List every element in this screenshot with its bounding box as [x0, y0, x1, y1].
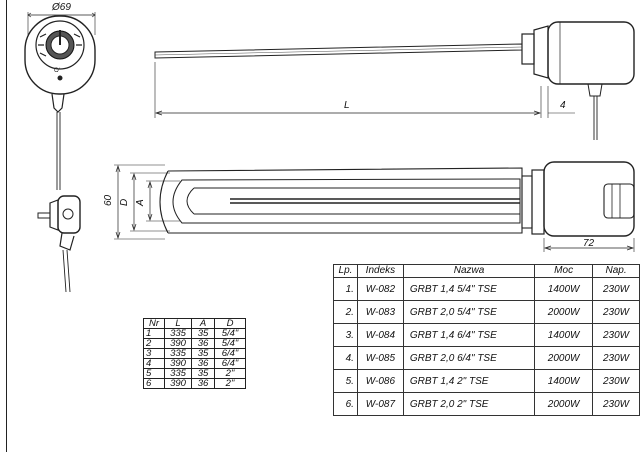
table-row: 5. W-086 GRBT 1,4 2" TSE 1400W 230W [333, 369, 640, 393]
nazwa-cell: GRBT 2,0 6/4" TSE [402, 346, 536, 370]
size-cell: 335 [164, 368, 192, 379]
indeks-cell: W-084 [356, 323, 404, 347]
size-cell: 2" [214, 368, 246, 379]
diameter-label: Ø69 [52, 2, 71, 13]
lp-cell: 2. [333, 300, 358, 324]
moc-cell: 1400W [534, 323, 594, 347]
table-row: 3. W-084 GRBT 1,4 6/4" TSE 1400W 230W [333, 323, 640, 347]
size-cell: 5/4" [214, 328, 246, 339]
size-cell: 2" [214, 378, 246, 389]
table-row: 2. W-083 GRBT 2,0 5/4" TSE 2000W 230W [333, 300, 640, 324]
size-cell: 3 [143, 348, 165, 359]
indeks-cell: W-082 [356, 277, 404, 301]
head-width-label: 72 [583, 238, 595, 249]
size-cell: 36 [191, 378, 215, 389]
moc-cell: 1400W [534, 369, 594, 393]
size-cell: 4 [143, 358, 165, 369]
table-row: 4. W-085 GRBT 2,0 6/4" TSE 2000W 230W [333, 346, 640, 370]
col-lp: Lp. [333, 264, 358, 278]
nap-cell: 230W [592, 323, 640, 347]
moc-cell: 1400W [534, 277, 594, 301]
size-col-nr: Nr [143, 318, 165, 329]
product-table-header: Lp. Indeks Nazwa Moc Nap. [333, 264, 640, 278]
size-cell: 390 [164, 358, 192, 369]
size-cell: 6 [143, 378, 165, 389]
size-table-header: Nr L A D [143, 318, 246, 329]
col-nazwa: Nazwa [402, 264, 536, 278]
col-nap: Nap. [592, 264, 640, 278]
d-dimension-label: D [119, 198, 130, 206]
gap-label: 4 [560, 100, 566, 111]
size-cell: 35 [191, 348, 215, 359]
table-row: 6. W-087 GRBT 2,0 2" TSE 2000W 230W [333, 392, 640, 416]
col-moc: Moc [534, 264, 594, 278]
lp-cell: 4. [333, 346, 358, 370]
size-cell: 35 [191, 368, 215, 379]
indeks-cell: W-086 [356, 369, 404, 393]
size-cell: 35 [191, 328, 215, 339]
nap-cell: 230W [592, 392, 640, 416]
lp-cell: 6. [333, 392, 358, 416]
nazwa-cell: GRBT 1,4 5/4" TSE [402, 277, 536, 301]
size-cell: 1 [143, 328, 165, 339]
small-side-view [37, 195, 81, 293]
size-table: Nr L A D 1 335 35 5/4" 2 390 36 5/4" 3 3… [143, 318, 246, 389]
front-view-knob: C⁄ [24, 12, 96, 190]
nap-cell: 230W [592, 369, 640, 393]
product-table: Lp. Indeks Nazwa Moc Nap. 1. W-082 GRBT … [333, 264, 640, 416]
a-dimension-label: A [135, 199, 146, 206]
size-col-l: L [164, 318, 192, 329]
moc-cell: 2000W [534, 392, 594, 416]
nap-cell: 230W [592, 300, 640, 324]
moc-cell: 2000W [534, 300, 594, 324]
table-row: 1. W-082 GRBT 1,4 5/4" TSE 1400W 230W [333, 277, 640, 301]
indeks-cell: W-085 [356, 346, 404, 370]
size-cell: 36 [191, 338, 215, 349]
size-cell: 6/4" [214, 348, 246, 359]
table-row: 6 390 36 2" [143, 378, 246, 389]
table-row: 5 335 35 2" [143, 368, 246, 379]
size-cell: 6/4" [214, 358, 246, 369]
lp-cell: 5. [333, 369, 358, 393]
size-cell: 335 [164, 348, 192, 359]
table-row: 3 335 35 6/4" [143, 348, 246, 359]
svg-text:C⁄: C⁄ [54, 68, 60, 74]
nap-cell: 230W [592, 277, 640, 301]
size-col-d: D [214, 318, 246, 329]
nap-cell: 230W [592, 346, 640, 370]
nazwa-cell: GRBT 2,0 5/4" TSE [402, 300, 536, 324]
size-cell: 390 [164, 378, 192, 389]
indeks-cell: W-087 [356, 392, 404, 416]
col-indeks: Indeks [356, 264, 404, 278]
lp-cell: 3. [333, 323, 358, 347]
height-label: 60 [103, 194, 114, 206]
size-cell: 390 [164, 338, 192, 349]
length-label: L [344, 100, 350, 111]
size-cell: 2 [143, 338, 165, 349]
table-row: 4 390 36 6/4" [143, 358, 246, 369]
size-cell: 5/4" [214, 338, 246, 349]
indeks-cell: W-083 [356, 300, 404, 324]
size-col-a: A [191, 318, 215, 329]
left-border-line [6, 0, 7, 452]
size-cell: 36 [191, 358, 215, 369]
table-row: 1 335 35 5/4" [143, 328, 246, 339]
nazwa-cell: GRBT 2,0 2" TSE [402, 392, 536, 416]
top-view-heater [114, 161, 635, 252]
size-cell: 335 [164, 328, 192, 339]
moc-cell: 2000W [534, 346, 594, 370]
nazwa-cell: GRBT 1,4 2" TSE [402, 369, 536, 393]
table-row: 2 390 36 5/4" [143, 338, 246, 349]
lp-cell: 1. [333, 277, 358, 301]
side-view-heater [154, 21, 635, 140]
nazwa-cell: GRBT 1,4 6/4" TSE [402, 323, 536, 347]
size-cell: 5 [143, 368, 165, 379]
